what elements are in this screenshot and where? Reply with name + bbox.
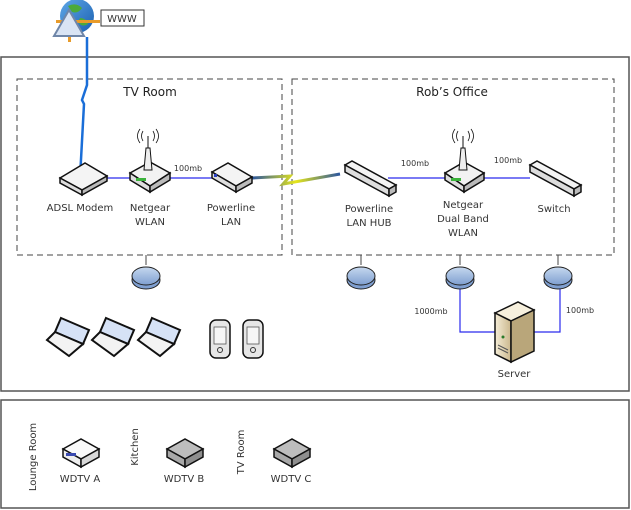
netgear-wlan-label-2: WLAN [135,217,165,228]
tv-room-zone [16,78,283,256]
access-point-icon [445,266,475,290]
access-point-icon [543,266,573,290]
adsl-uplink [78,37,89,179]
phone-icon [209,319,231,359]
wdtv-b-icon [165,438,205,469]
wdtv-b-label: WDTV B [164,474,205,485]
powerline-link [251,172,341,187]
speed-switch-server: 100mb [566,306,594,315]
netgear-dual-label-3: WLAN [448,228,478,239]
adsl-modem-label: ADSL Modem [47,203,114,214]
powerline-lan-label-2: LAN [221,217,241,228]
speed-hub-dual: 100mb [401,159,429,168]
speed-dual-server: 1000mb [414,307,447,316]
robs-office-zone [291,78,615,256]
powerline-lan-icon [210,162,254,194]
room-label-lounge: Lounge Room [28,423,39,491]
access-point-icon [131,266,161,290]
powerline-hub-label-1: Powerline [345,204,393,215]
www-label-box [100,9,145,27]
adsl-modem-icon [58,162,109,197]
server-icon [493,301,536,364]
netgear-dual-label-2: Dual Band [437,214,489,225]
wdtv-c-label: WDTV C [271,474,312,485]
laptop-icon [90,316,136,358]
powerline-lan-label-1: Powerline [207,203,255,214]
link-dual-server [459,285,495,333]
internet-globe-icon [52,0,100,42]
switch-label: Switch [537,204,570,215]
robs-office-title: Rob’s Office [416,85,488,99]
main-network-frame [0,56,630,392]
netgear-dual-band-router-icon [443,128,486,194]
powerline-hub-label-2: LAN HUB [347,218,392,229]
powerline-hub-icon [343,160,398,198]
wdtv-c-icon [272,438,312,469]
wdtv-a-icon [61,438,101,469]
laptop-icon [136,316,182,358]
speed-wlan-powerline: 100mb [174,164,202,173]
room-label-kitchen: Kitchen [130,428,141,466]
laptop-icon [45,316,91,358]
wdtv-a-label: WDTV A [60,474,101,485]
access-point-icon [346,266,376,290]
phone-icon [242,319,264,359]
netgear-wlan-label-1: Netgear [130,203,171,214]
netgear-wlan-router-icon [128,128,172,194]
www-label: WWW [107,14,137,25]
speed-dual-switch: 100mb [494,156,522,165]
tv-room-title: TV Room [122,85,177,99]
room-label-tv-room: TV Room [236,430,247,476]
media-frame [0,399,630,509]
netgear-dual-label-1: Netgear [443,200,484,211]
switch-icon [528,160,583,198]
link-switch-server [533,285,561,333]
server-label: Server [498,369,532,380]
